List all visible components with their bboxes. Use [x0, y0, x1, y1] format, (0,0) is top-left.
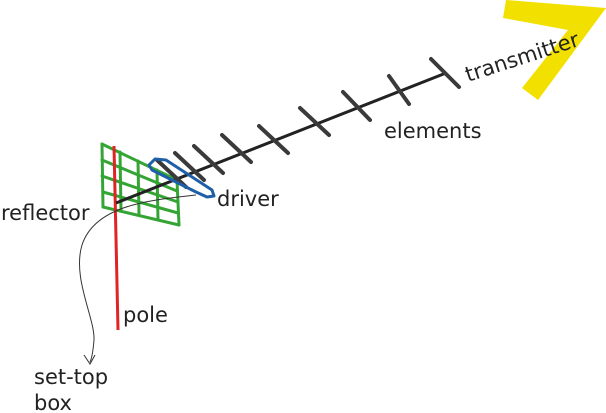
director-elements [155, 57, 461, 189]
element-6 [298, 106, 331, 137]
pole [112, 145, 120, 331]
element-5 [257, 124, 290, 155]
label-pole: pole [123, 303, 168, 327]
element-3 [192, 144, 225, 175]
label-elements: elements [384, 119, 482, 143]
element-8 [387, 74, 411, 106]
element-9 [429, 57, 461, 89]
element-2 [173, 151, 206, 182]
label-settop-line2: box [34, 391, 72, 413]
cable [78, 194, 197, 363]
transmitter-arrow-icon [503, 0, 606, 100]
label-reflector: reflector [1, 201, 90, 225]
boom [115, 71, 447, 205]
element-1 [155, 158, 188, 189]
label-driver: driver [217, 187, 279, 211]
label-settop-line1: set-top [34, 365, 108, 389]
element-7 [341, 90, 372, 122]
driver-dipole [147, 157, 216, 199]
cable-arrowhead-icon [83, 354, 96, 365]
element-4 [220, 133, 253, 164]
